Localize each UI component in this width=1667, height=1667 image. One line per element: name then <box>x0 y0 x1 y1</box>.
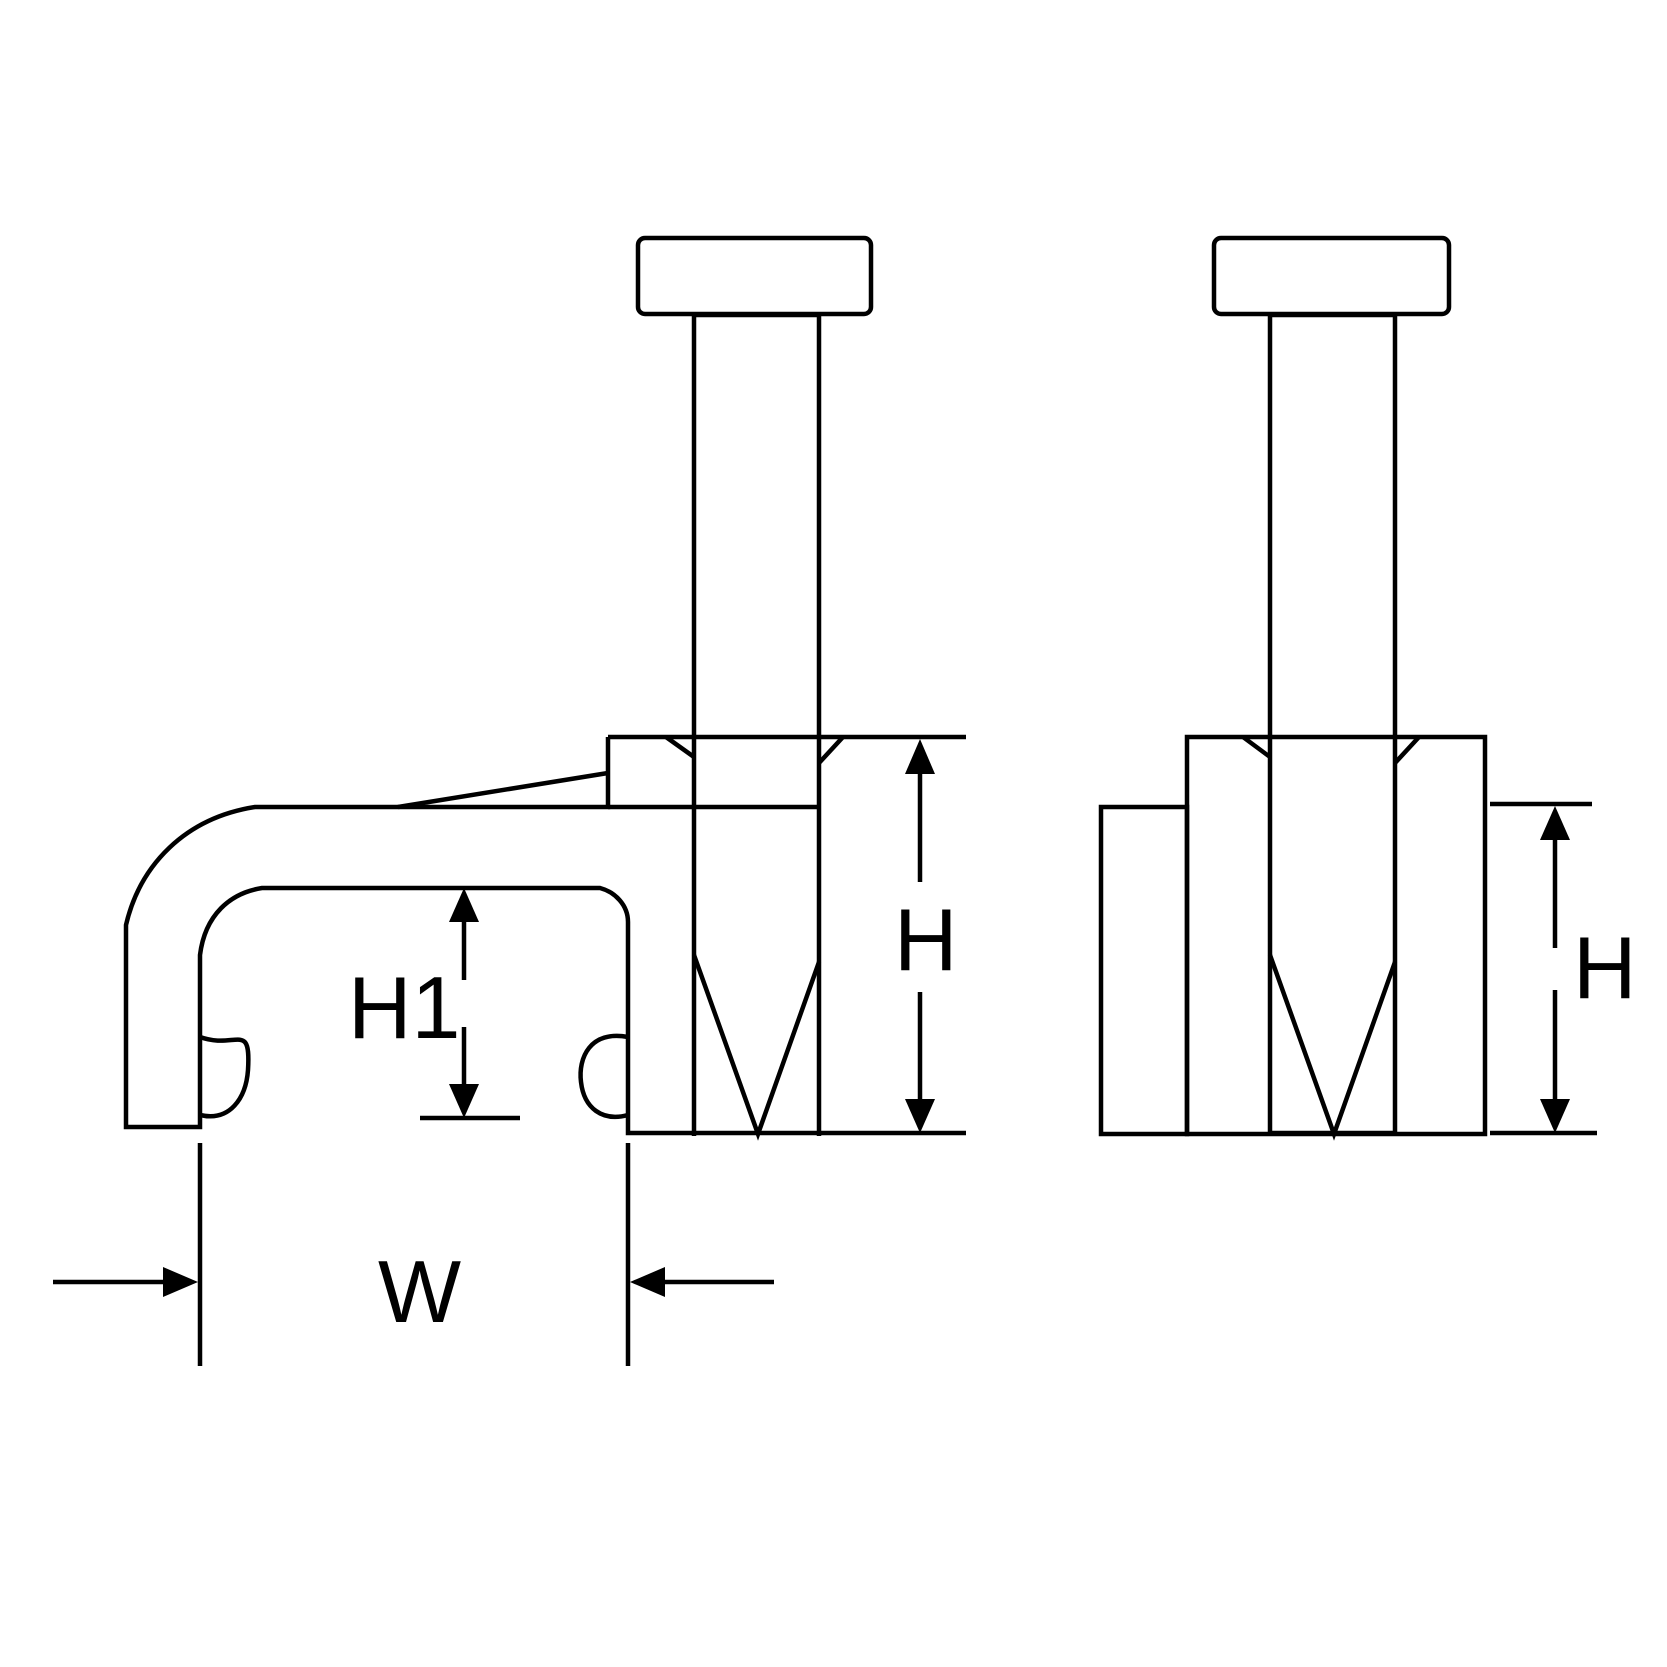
front-grip-bump-left <box>199 1034 251 1119</box>
side-nail <box>1211 235 1452 1141</box>
h-side-label: H <box>1573 918 1637 1017</box>
h-side-dimension: H <box>1490 801 1637 1136</box>
h-front-arrow-up <box>905 739 935 774</box>
side-clip-main-block <box>1184 734 1488 1137</box>
h-side-arrow-down <box>1540 1099 1570 1133</box>
w-label: W <box>378 1242 461 1341</box>
h-front-dimension: H <box>894 739 958 1133</box>
h1-label: H1 <box>348 958 461 1057</box>
h1-dimension: H1 <box>348 888 520 1121</box>
front-view: H1 H W <box>53 235 966 1366</box>
h1-arrow-down <box>449 1084 479 1118</box>
w-dimension: W <box>53 1143 774 1366</box>
side-nail-head <box>1211 235 1452 317</box>
front-nail-point <box>691 954 822 1141</box>
side-nail-point <box>1267 954 1398 1141</box>
h-front-arrow-down <box>905 1099 935 1133</box>
front-nail-head <box>635 235 874 317</box>
front-nail <box>635 235 874 1141</box>
side-clip-body <box>1098 734 1488 1137</box>
side-chamfer-left <box>1241 735 1272 759</box>
front-clip-body <box>123 734 966 1136</box>
front-chamfer-right <box>817 735 845 765</box>
h1-arrow-up <box>449 888 479 922</box>
front-clip-taper <box>397 770 609 810</box>
front-grip-bump-right <box>578 1033 629 1119</box>
front-clip-outline <box>123 737 966 1136</box>
side-chamfer-right <box>1393 735 1421 765</box>
w-arrow-right <box>163 1267 198 1297</box>
h-side-arrow-up <box>1540 806 1570 840</box>
w-arrow-left <box>630 1267 665 1297</box>
side-view: H <box>1098 235 1637 1141</box>
side-clip-step <box>1098 804 1190 1137</box>
h-front-label: H <box>894 890 958 989</box>
front-chamfer-left <box>664 735 696 759</box>
